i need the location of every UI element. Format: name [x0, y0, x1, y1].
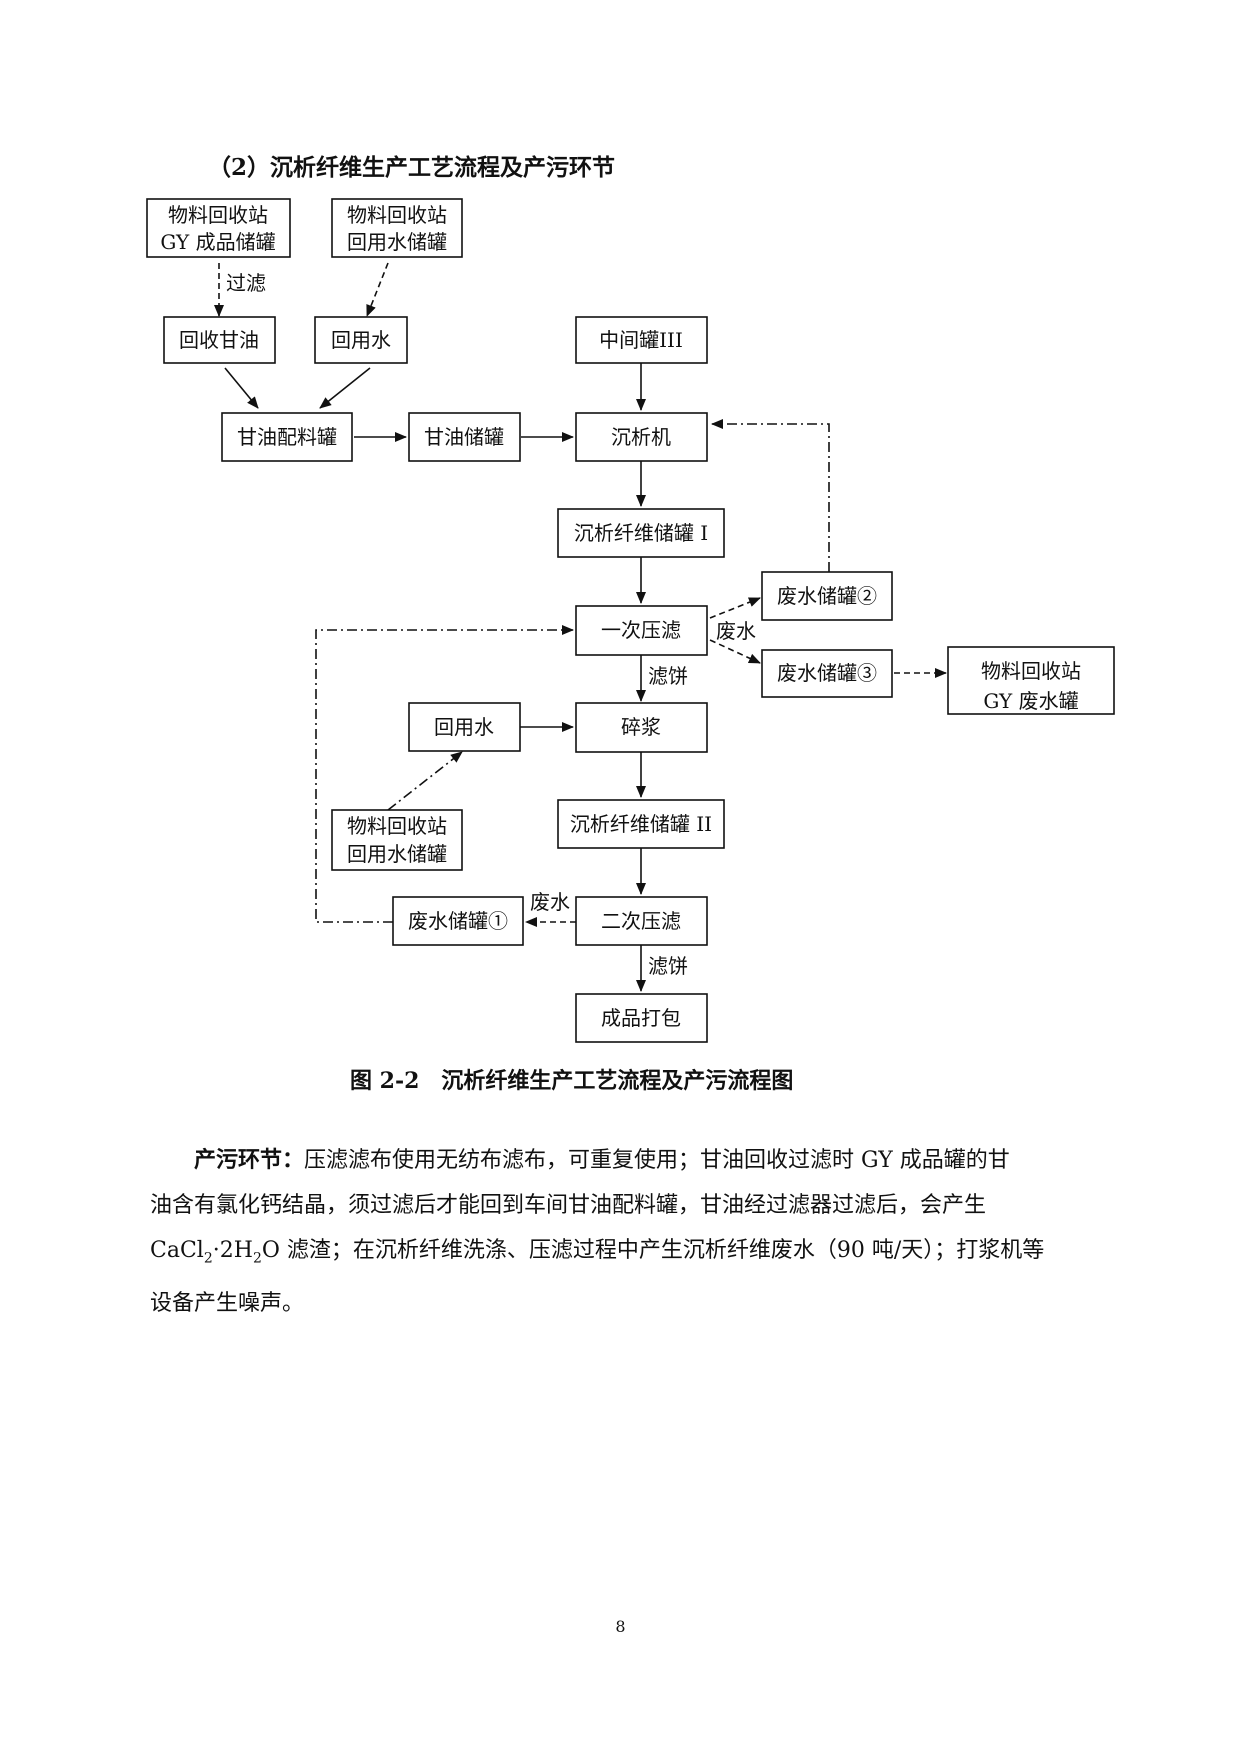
- label-reuse-water-2: 回用水: [434, 715, 494, 739]
- box-middle-tank: [575, 316, 708, 364]
- box-reuse-water-1: [314, 316, 408, 364]
- label-glycerin-mixing: 甘油配料罐: [237, 425, 337, 449]
- label-reuse-water-1: 回用水: [331, 328, 391, 352]
- box-wastewater-1: [392, 896, 524, 946]
- box-station-water2: [331, 809, 463, 871]
- label-wastewater-1: 废水储罐①: [408, 909, 508, 933]
- box-glycerin-mixing: [221, 412, 353, 462]
- box-station-gy-waste: [947, 646, 1115, 715]
- paragraph-line-1: 产污环节：压滤滤布使用无纺布滤布，可重复使用；甘油回收过滤时 GY 成品罐的甘: [150, 1138, 1110, 1183]
- arrow-press1-to-wastewater3: [709, 639, 761, 664]
- paragraph-line-3: CaCl2·2H2O 滤渣；在沉析纤维洗涤、压滤过程中产生沉析纤维废水（90 吨…: [150, 1228, 1110, 1281]
- formula-cacl: CaCl: [150, 1238, 204, 1263]
- box-fiber-tank-2: [557, 799, 725, 849]
- paragraph-line-2: 油含有氯化钙结晶，须过滤后才能回到车间甘油配料罐，甘油经过滤器过滤后，会产生: [150, 1193, 987, 1218]
- return-wastewater1-to-press1: [315, 625, 574, 923]
- process-flow-diagram: 物料回收站 GY 成品储罐 物料回收站 回用水储罐 回收甘油 回用水 中间罐II…: [146, 198, 1115, 1043]
- label-second-press: 二次压滤: [601, 909, 681, 933]
- edge-label-wastewater-b: 废水: [530, 890, 570, 914]
- box-recovered-glycerin: [163, 316, 276, 364]
- arrow-press1-to-wastewater2: [709, 597, 761, 619]
- box-wastewater-2: [761, 571, 893, 621]
- arrow-water-to-mixing: [319, 367, 371, 409]
- box-fiber-tank-1: [557, 508, 725, 558]
- section-heading: （2）沉析纤维生产工艺流程及产污环节: [208, 154, 616, 181]
- arrow-water1-to-reusewater: [366, 262, 389, 317]
- label-station-gy-waste-2: GY 废水罐: [983, 689, 1078, 713]
- edge-label-filter-cake-a: 滤饼: [648, 664, 688, 688]
- label-station-gy-waste-1: 物料回收站: [981, 659, 1081, 683]
- label-precipitator: 沉析机: [611, 425, 671, 449]
- box-pulping: [575, 702, 708, 753]
- label-packaging: 成品打包: [601, 1006, 681, 1030]
- box-first-press: [575, 605, 708, 656]
- formula-sub-2: 2: [252, 1250, 262, 1267]
- paragraph-line-1-text: 压滤滤布使用无纺布滤布，可重复使用；甘油回收过滤时 GY 成品罐的甘: [304, 1148, 1010, 1173]
- label-first-press: 一次压滤: [601, 618, 681, 642]
- arrow-glycerin-to-mixing: [224, 367, 259, 409]
- return-wastewater2-to-precipitator: [711, 419, 830, 572]
- page-number: 8: [615, 1617, 626, 1636]
- label-station-gy-2: GY 成品储罐: [160, 230, 275, 254]
- label-fiber-tank-1: 沉析纤维储罐 I: [574, 521, 708, 545]
- label-middle-tank: 中间罐III: [599, 328, 683, 352]
- paragraph-line-4: 设备产生噪声。: [150, 1291, 305, 1317]
- label-recovered-glycerin: 回收甘油: [179, 328, 259, 352]
- label-glycerin-storage: 甘油储罐: [424, 425, 504, 449]
- label-wastewater-3: 废水储罐③: [777, 661, 877, 685]
- label-station-water2-2: 回用水储罐: [347, 842, 447, 866]
- label-station-water1-2: 回用水储罐: [347, 230, 447, 254]
- box-wastewater-3: [761, 649, 893, 698]
- label-station-water2-1: 物料回收站: [347, 814, 447, 838]
- label-station-water1-1: 物料回收站: [347, 203, 447, 227]
- formula-sub-1: 2: [203, 1250, 213, 1267]
- arrow-water2-to-reusewater: [387, 751, 463, 811]
- label-station-gy-1: 物料回收站: [168, 203, 268, 227]
- box-precipitator: [575, 412, 708, 462]
- label-pulping: 碎浆: [621, 715, 661, 739]
- edge-label-filter-cake-b: 滤饼: [648, 954, 688, 978]
- label-wastewater-2: 废水储罐②: [777, 584, 877, 608]
- box-packaging: [575, 993, 708, 1043]
- box-station-water1: [331, 198, 463, 258]
- figure-caption: 图 2-2 沉析纤维生产工艺流程及产污流程图: [350, 1068, 794, 1094]
- box-station-gy: [146, 198, 291, 258]
- body-paragraph: 产污环节：压滤滤布使用无纺布滤布，可重复使用；甘油回收过滤时 GY 成品罐的甘 …: [150, 1138, 1110, 1326]
- box-second-press: [575, 896, 708, 946]
- paragraph-lead: 产污环节：: [194, 1147, 305, 1173]
- box-glycerin-storage: [408, 412, 521, 462]
- formula-2h: ·2H: [212, 1238, 253, 1263]
- edge-label-wastewater-a: 废水: [716, 619, 756, 643]
- paragraph-line-3-text: O 滤渣；在沉析纤维洗涤、压滤过程中产生沉析纤维废水（90 吨/天）；打浆机等: [261, 1238, 1045, 1263]
- edge-label-filter: 过滤: [226, 271, 266, 295]
- box-reuse-water-2: [408, 702, 521, 752]
- label-fiber-tank-2: 沉析纤维储罐 II: [570, 812, 712, 836]
